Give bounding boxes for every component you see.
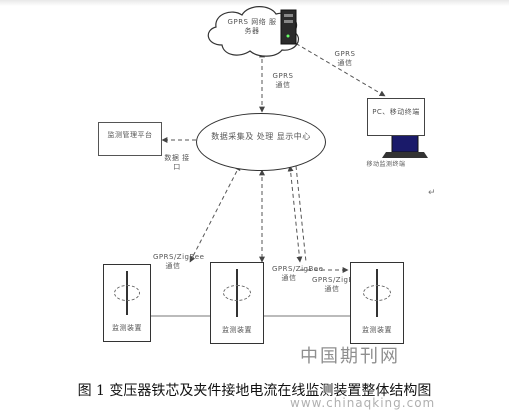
cloud-label: GPRS 网络 服务器 xyxy=(227,18,277,35)
link-label-hub-device3: GPRS/ZigBee 通信 xyxy=(312,276,364,293)
terminal-panel: PC、移动终端 xyxy=(367,98,425,136)
link-label-hub-device2: GPRS/ZigBee 通信 xyxy=(272,265,324,282)
terminal-label: PC、移动终端 xyxy=(372,108,420,116)
device-3-label: 监测装置 xyxy=(362,326,392,334)
watermark-url: www.chinaqking.com xyxy=(290,396,436,410)
server-led xyxy=(286,34,290,38)
paragraph-mark: ↵ xyxy=(428,188,436,198)
link-hub-device3b xyxy=(295,165,307,263)
data-center-label: 数据采集及 处理 显示中心 xyxy=(211,132,311,141)
link-cloud-terminal xyxy=(289,39,386,97)
monitoring-device-1: 监测装置 xyxy=(103,264,151,342)
monitoring-device-2: 监测装置 xyxy=(210,262,264,344)
figure-caption: 图 1 变压器铁芯及夹件接地电流在线监测装置整体结构图 xyxy=(77,383,432,399)
sensor-ring-1 xyxy=(114,285,140,301)
server-slot-2 xyxy=(284,20,293,23)
watermark-text: 中国期刊网 xyxy=(300,346,400,367)
sensor-ring-2 xyxy=(223,285,251,301)
monitoring-platform-node: 监测管理平台 xyxy=(98,122,162,156)
terminal-caption: 移动监测终端 xyxy=(366,161,406,168)
link-hub-device3 xyxy=(287,165,303,263)
monitoring-platform-label: 监测管理平台 xyxy=(107,131,153,139)
device-2-label: 监测装置 xyxy=(222,326,252,334)
link-label-hub-device1: GPRS/ZigBee 通信 xyxy=(153,253,205,270)
link-label-cloud-hub: GPRS 通信 xyxy=(272,72,294,89)
monitoring-device-3: 监测装置 xyxy=(350,262,404,344)
link-label-cloud-terminal: GPRS 通信 xyxy=(334,50,356,67)
data-center-node: 数据采集及 处理 显示中心 xyxy=(196,113,326,171)
sensor-ring-3 xyxy=(363,285,391,301)
link-label-hub-platform: 数据 接口 xyxy=(164,154,190,171)
server-icon xyxy=(280,9,297,45)
terminal-node: PC、移动终端 xyxy=(363,96,425,162)
link-hub-device1 xyxy=(189,164,241,263)
server-slot-1 xyxy=(284,14,293,17)
top-border xyxy=(0,0,509,6)
laptop-base-icon xyxy=(382,152,428,158)
device-1-label: 监测装置 xyxy=(112,324,142,332)
